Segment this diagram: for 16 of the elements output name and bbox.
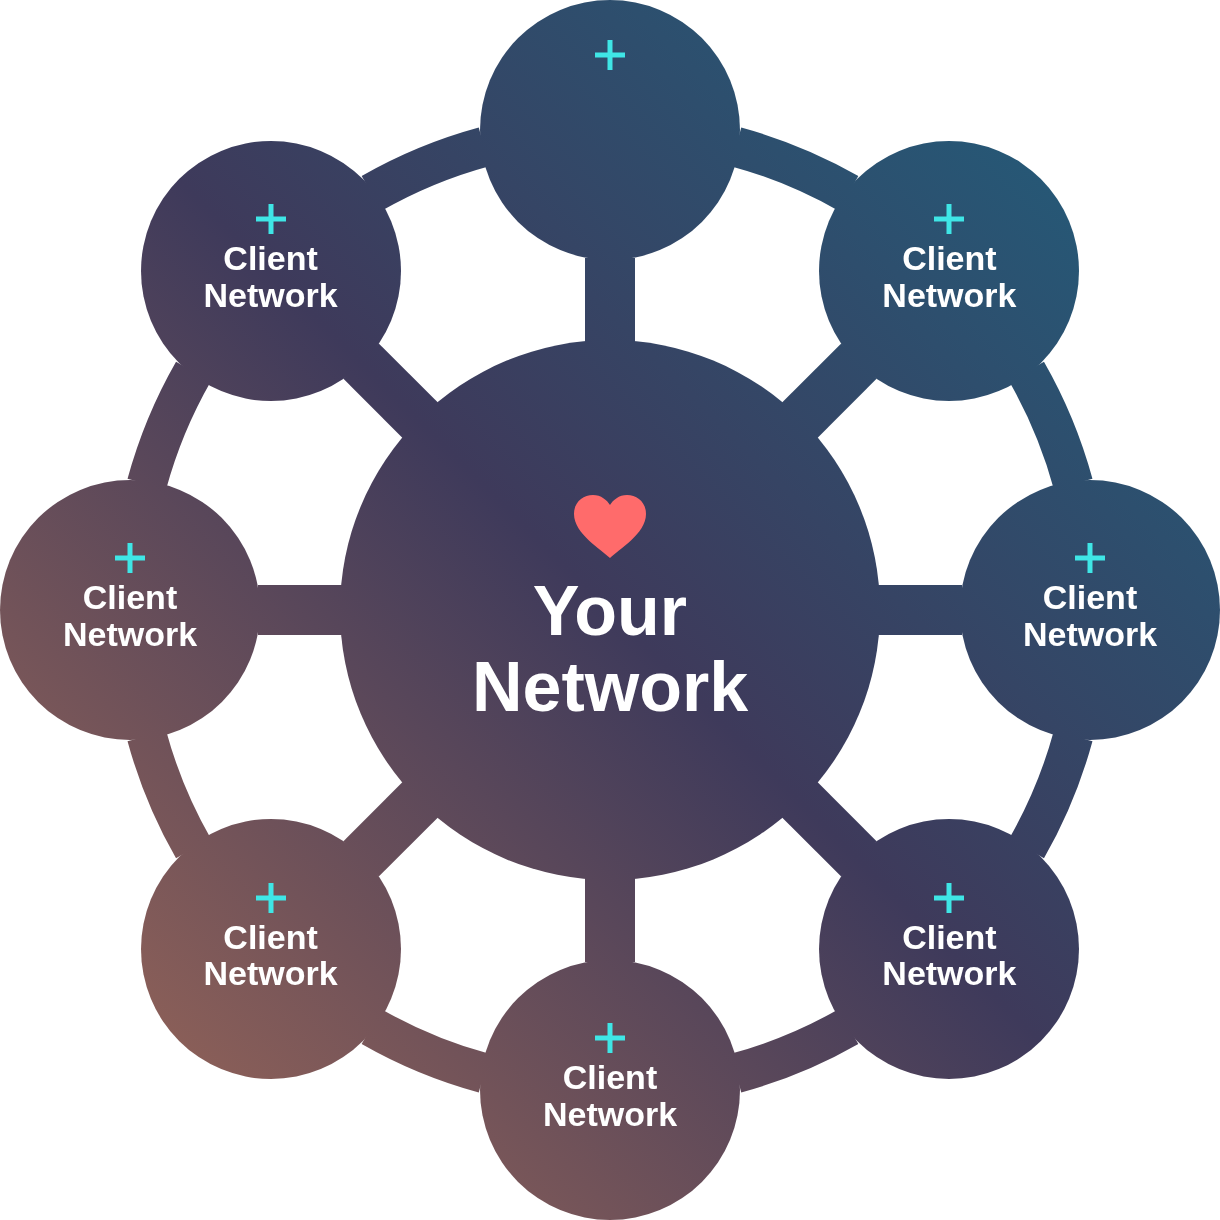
connector [343,343,439,439]
connector [585,878,635,962]
node-label: Client Network [202,239,339,314]
node-label: Your Network [470,574,750,726]
connector [781,781,877,877]
connector [585,258,635,342]
node-label: Client Network [881,918,1018,993]
node-label: Client Network [541,1059,679,1133]
connector [781,343,877,439]
node-label: Client Network [1021,579,1159,653]
connector [878,585,962,635]
connector [258,585,342,635]
node-label: Client Network [61,579,199,653]
node-label: Client Network [881,239,1018,314]
node-label: Client Network [202,918,339,993]
connector [343,781,439,877]
